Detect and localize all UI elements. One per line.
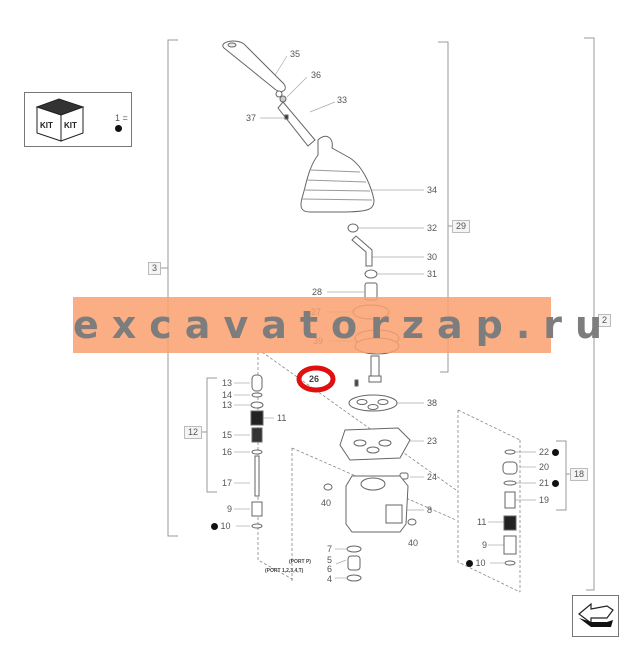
part-32: 32 (427, 223, 438, 233)
kit-legend: KIT KIT 1 = (24, 92, 132, 147)
kit-dot-icon (211, 523, 218, 531)
watermark-banner: excavatorzap.ru (73, 297, 616, 353)
kit-dot-icon (551, 480, 559, 488)
right-part-20: 20 (539, 462, 550, 472)
right-part-19: 19 (539, 495, 550, 505)
bracket-label-3: 3 (148, 262, 162, 275)
bracket-label-12: 12 (184, 426, 203, 439)
part-38: 38 (427, 398, 438, 408)
part-28: 28 (312, 287, 323, 297)
part-33: 33 (337, 95, 348, 105)
svg-text:KIT: KIT (40, 121, 53, 130)
left-part-13-top: 13 (222, 378, 233, 388)
left-part-14: 14 (222, 390, 233, 400)
bracket-label-29: 29 (452, 220, 471, 233)
left-part-9: 9 (227, 504, 233, 514)
part-30: 30 (427, 252, 438, 262)
part-26: 26 (309, 374, 320, 384)
port-others-note: (PORT 1,2,3,4,T) (265, 568, 304, 574)
svg-text:KIT: KIT (64, 121, 77, 130)
kit-dot-icon (551, 449, 559, 457)
part-24: 24 (427, 472, 438, 482)
left-part-17: 17 (222, 478, 233, 488)
kit-equation: 1 = (115, 113, 131, 133)
bracket-label-2: 2 (598, 314, 612, 327)
left-part-15: 15 (222, 430, 233, 440)
left-part-10: 10 (211, 521, 231, 531)
bracket-label-18: 18 (570, 468, 589, 481)
right-part-22: 22 (539, 447, 559, 457)
left-part-11: 11 (277, 413, 287, 423)
part-34: 34 (427, 185, 438, 195)
kit-dot-icon (115, 125, 122, 133)
part-40-left: 40 (321, 498, 332, 508)
part-36: 36 (311, 70, 322, 80)
kit-box-icon: KIT KIT (35, 98, 85, 142)
left-part-16: 16 (222, 447, 233, 457)
part-5: 5 (327, 555, 333, 565)
watermark-text: excavatorzap.ru (73, 303, 616, 347)
right-part-21: 21 (539, 478, 559, 488)
part-31: 31 (427, 269, 438, 279)
part-35: 35 (290, 49, 301, 59)
port-p-note: (PORT P) (289, 559, 311, 565)
highlight-ring (296, 365, 336, 393)
part-7: 7 (327, 544, 333, 554)
back-navigation-button[interactable] (572, 595, 619, 637)
left-part-13-bottom: 13 (222, 400, 233, 410)
right-part-10: 10 (466, 558, 486, 568)
part-23: 23 (427, 436, 438, 446)
part-40-right: 40 (408, 538, 419, 548)
part-6: 6 (327, 564, 333, 574)
part-8: 8 (427, 505, 433, 515)
right-part-11: 11 (477, 517, 487, 527)
part-37: 37 (246, 113, 257, 123)
kit-dot-icon (466, 560, 473, 568)
arrow-back-icon (578, 602, 614, 627)
right-part-9: 9 (482, 540, 488, 550)
part-4: 4 (327, 574, 333, 584)
